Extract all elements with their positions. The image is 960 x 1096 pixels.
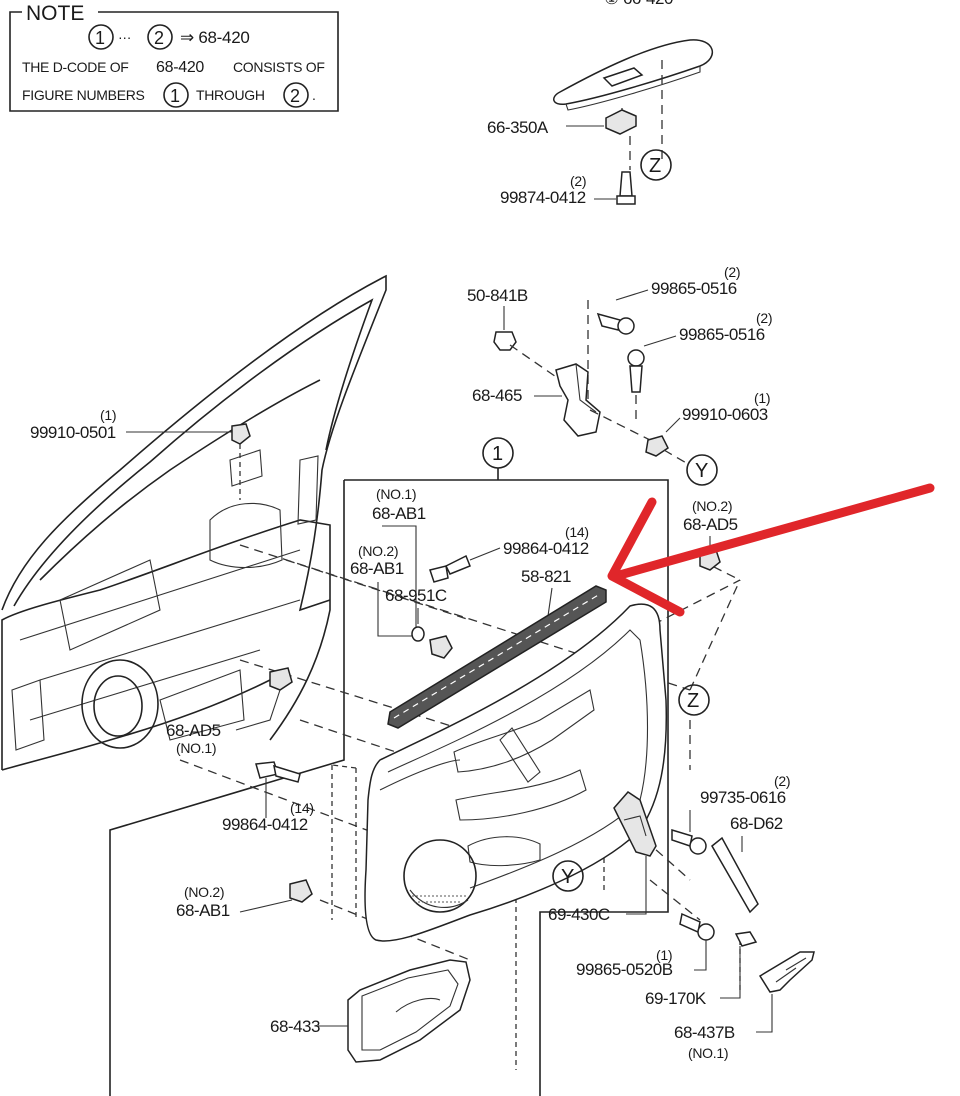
qty-68-437B: (NO.1) (688, 1045, 728, 1061)
qty-99865-0520B: (1) (656, 947, 672, 963)
nut-99910-0603 (645, 435, 669, 457)
callout-1: 1 (492, 443, 503, 465)
screw-99864-0412-upper (429, 554, 471, 583)
label-69-430C: 69-430C (548, 905, 610, 924)
qty-68-AB1-no2: (NO.2) (358, 543, 398, 559)
label-99874-0412: 99874-0412 (500, 188, 586, 207)
qty-68-AD5-no1: (NO.1) (176, 740, 216, 756)
qty-99735-0616: (2) (774, 773, 790, 789)
label-68-433: 68-433 (270, 1017, 320, 1036)
label-99910-0603: 99910-0603 (682, 405, 768, 424)
label-99735-0616: 99735-0616 (700, 788, 786, 807)
note-line3-a: FIGURE NUMBERS (22, 87, 145, 103)
note-line3-ref2: 2 (290, 86, 300, 106)
qty-68-AB1-no1: (NO.1) (376, 486, 416, 502)
label-68-465: 68-465 (472, 386, 522, 405)
callout-z-right: Z (687, 690, 699, 712)
screw-99874-0412 (616, 171, 636, 205)
callout-1-group: 1 (482, 437, 514, 480)
label-99865-0516-b: 99865-0516 (679, 325, 765, 344)
screw-99735-0616 (671, 828, 707, 855)
note-line2-c: CONSISTS OF (233, 59, 325, 75)
qty-99874-0412: (2) (570, 173, 586, 189)
bracket-68-437B (758, 951, 815, 993)
callout-z-top: Z (649, 155, 661, 177)
door-frame (1, 274, 387, 771)
note-line3-b: THROUGH (196, 87, 265, 103)
label-68-AD5-no2: 68-AD5 (683, 515, 738, 534)
clip-99910-0501 (231, 423, 251, 445)
label-66-350A: 66-350A (487, 118, 549, 137)
callout-y-lower: Y (561, 866, 574, 888)
switch-66-350A (605, 109, 637, 135)
callout-y-upper: Y (695, 460, 708, 482)
label-99865-0516-a: 99865-0516 (651, 279, 737, 298)
washer-68-951C (411, 626, 425, 642)
screw-99864-0412-lower (255, 761, 301, 783)
top-partial-label: ① 66-420 (604, 0, 673, 8)
label-68-AB1-no2-lower: 68-AB1 (176, 901, 230, 920)
bracket-68-465 (555, 363, 601, 437)
note-box: NOTE 1 ··· 2 ⇒ 68-420 THE D-CODE OF 68-4… (9, 2, 339, 112)
label-99864-0412-upper: 99864-0412 (503, 539, 589, 558)
note-ref-from: 1 (95, 28, 105, 48)
svg-text:···: ··· (118, 29, 131, 45)
assembly-bracket-lines (109, 479, 669, 1096)
pocket-68-433 (347, 959, 471, 1063)
qty-99864-0412-upper: (14) (565, 524, 589, 540)
label-99910-0501: 99910-0501 (30, 423, 116, 442)
switch-panel-66-420 (553, 39, 714, 111)
note-line2-b: 68-420 (156, 59, 204, 76)
clip-68-AD5-no1 (269, 667, 293, 691)
label-68-951C: 68-951C (385, 586, 447, 605)
label-68-AD5-no1: 68-AD5 (166, 721, 221, 740)
qty-99910-0501: (1) (100, 407, 116, 423)
note-line2-a: THE D-CODE OF (22, 59, 129, 75)
qty-68-AD5-no2: (NO.2) (692, 498, 732, 514)
qty-99910-0603: (1) (754, 390, 770, 406)
label-99864-0412-lower: 99864-0412 (222, 815, 308, 834)
door-trim-panel (364, 603, 668, 942)
label-68-D62: 68-D62 (730, 814, 783, 833)
label-69-170K: 69-170K (645, 989, 707, 1008)
cover-68-D62 (711, 836, 759, 914)
screw-99865-0516-a (596, 312, 635, 335)
note-ref-result: ⇒ 68-420 (180, 28, 250, 47)
label-68-437B: 68-437B (674, 1023, 735, 1042)
svg-text:.: . (312, 87, 316, 103)
cap-69-170K (734, 931, 758, 947)
weatherstrip-58-821 (387, 585, 607, 729)
qty-99865-0516-b: (2) (756, 310, 772, 326)
red-highlight-arrow (607, 483, 935, 617)
note-title: NOTE (26, 2, 84, 25)
note-ref-to: 2 (154, 28, 164, 48)
clip-68-AB1 (429, 635, 453, 659)
label-68-AB1-no1: 68-AB1 (372, 504, 426, 523)
label-99865-0520B: 99865-0520B (576, 960, 673, 979)
qty-99865-0516-a: (2) (724, 264, 740, 280)
note-line3-ref1: 1 (170, 86, 180, 106)
inner-handle-69-430C (613, 791, 657, 857)
clip-68-AB1-lower (289, 879, 313, 903)
label-58-821: 58-821 (521, 567, 571, 586)
screw-99865-0516-b (627, 349, 645, 393)
qty-68-AB1-no2-lower: (NO.2) (184, 884, 224, 900)
label-50-841B: 50-841B (467, 286, 528, 305)
label-68-AB1-no2: 68-AB1 (350, 559, 404, 578)
qty-99864-0412-lower: (14) (290, 800, 314, 816)
